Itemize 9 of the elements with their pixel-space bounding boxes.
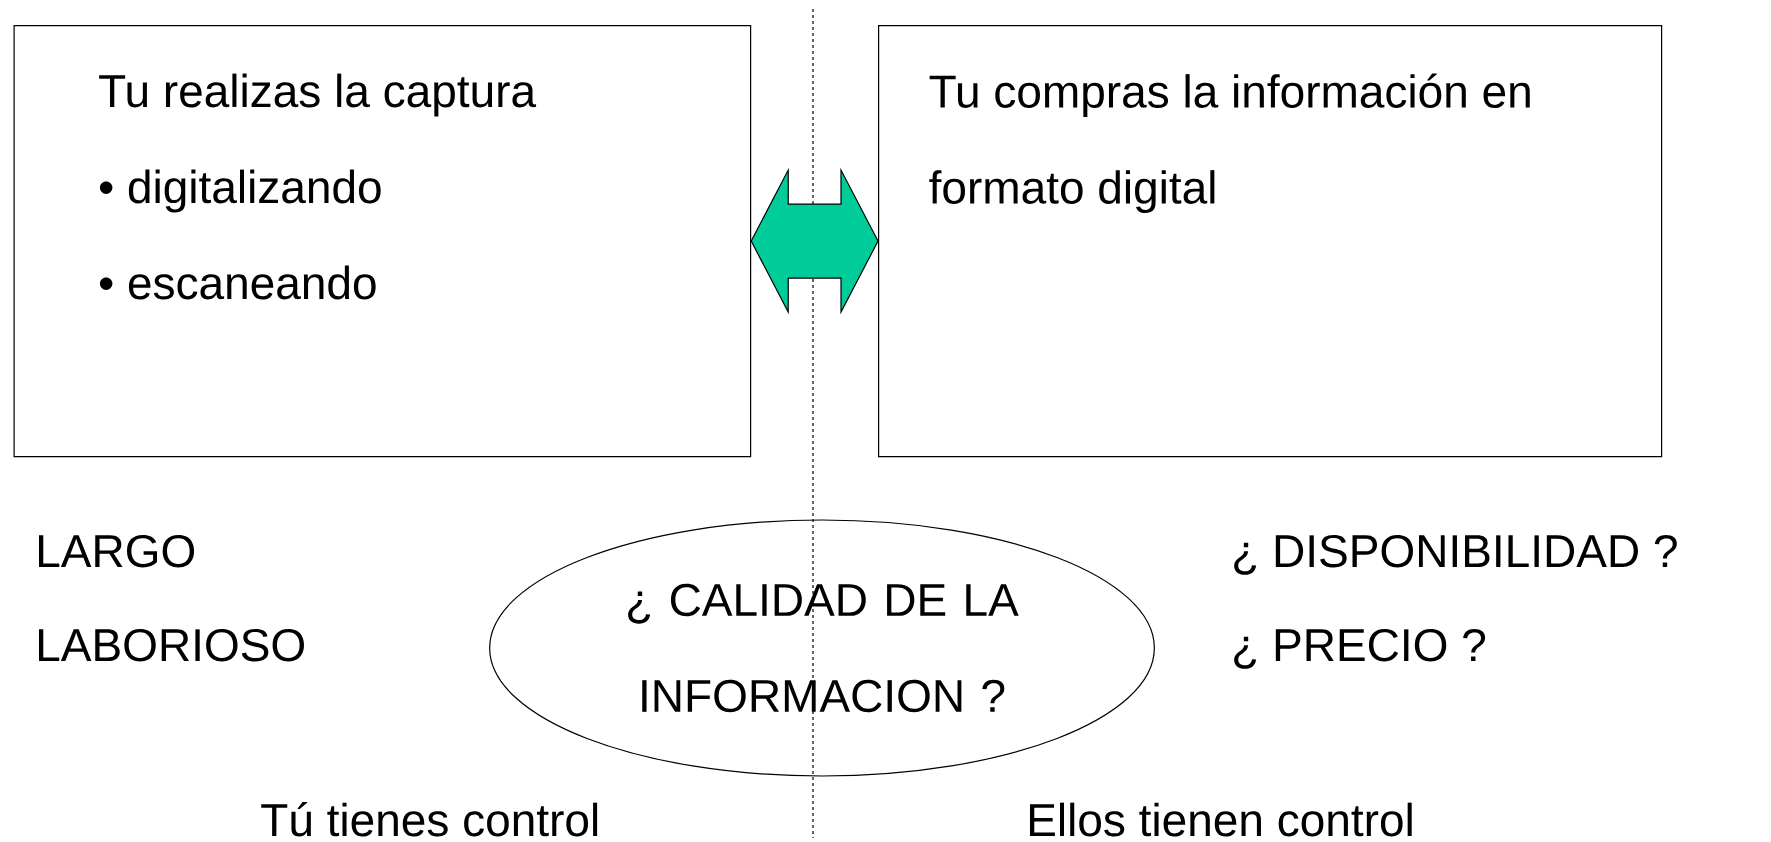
double-arrow bbox=[750, 167, 879, 315]
label-text: ¿ DISPONIBILIDAD ? bbox=[1234, 534, 1677, 575]
label-text: LABORIOSO bbox=[39, 628, 304, 662]
label-text: Ellos tienen control bbox=[1030, 802, 1412, 837]
label-text: LARGO bbox=[39, 534, 195, 568]
text-box: Tu realizas la captura • digitalizando • escaneando bbox=[13, 25, 752, 458]
text-box: Tu compras la información en formato digital bbox=[878, 25, 1663, 458]
label-text: Tú tienes control bbox=[261, 802, 598, 837]
label-text: ¿ PRECIO ? bbox=[1234, 628, 1486, 669]
